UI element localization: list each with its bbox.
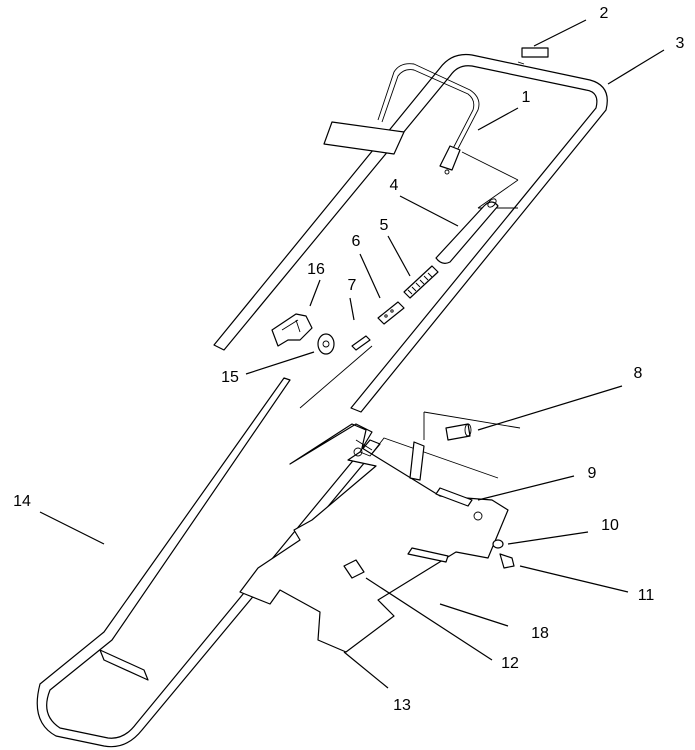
callout-labels: 1 2 3 4 5 6 7 8 9 10 11 12 13 14 15 16 1… — [13, 5, 684, 714]
callout-5: 5 — [380, 217, 389, 234]
decal-part-2 — [521, 47, 549, 58]
callout-16: 16 — [307, 261, 325, 278]
leader-lines — [39, 19, 665, 689]
lower-handle — [36, 377, 381, 748]
callout-12: 12 — [501, 655, 519, 672]
control-tube — [435, 198, 499, 264]
callout-2: 2 — [600, 5, 609, 22]
knob — [343, 559, 365, 579]
handle-bracket — [239, 423, 509, 653]
control-bail — [377, 63, 480, 175]
callout-6: 6 — [352, 233, 361, 250]
upper-handle — [213, 53, 608, 413]
bolt — [445, 423, 472, 441]
small-washer — [492, 539, 504, 549]
pin — [351, 335, 371, 351]
callout-15: 15 — [221, 369, 239, 386]
callout-11: 11 — [638, 587, 655, 604]
callout-14: 14 — [13, 493, 31, 510]
callout-3: 3 — [676, 35, 685, 52]
callout-8: 8 — [634, 365, 643, 382]
callout-1: 1 — [522, 89, 531, 106]
cable-bracket — [271, 313, 313, 347]
cable-end — [377, 301, 405, 325]
handle-decal — [323, 121, 405, 155]
fastener — [499, 553, 515, 569]
alignment-lines — [299, 151, 521, 440]
callout-9: 9 — [588, 465, 597, 482]
callout-7: 7 — [348, 277, 357, 294]
callout-13: 13 — [393, 697, 411, 714]
callout-10: 10 — [601, 517, 619, 534]
callout-18: 18 — [531, 625, 549, 642]
plunger-rod — [435, 487, 473, 507]
spring — [403, 265, 439, 299]
callout-4: 4 — [390, 177, 399, 194]
washer — [317, 333, 335, 355]
